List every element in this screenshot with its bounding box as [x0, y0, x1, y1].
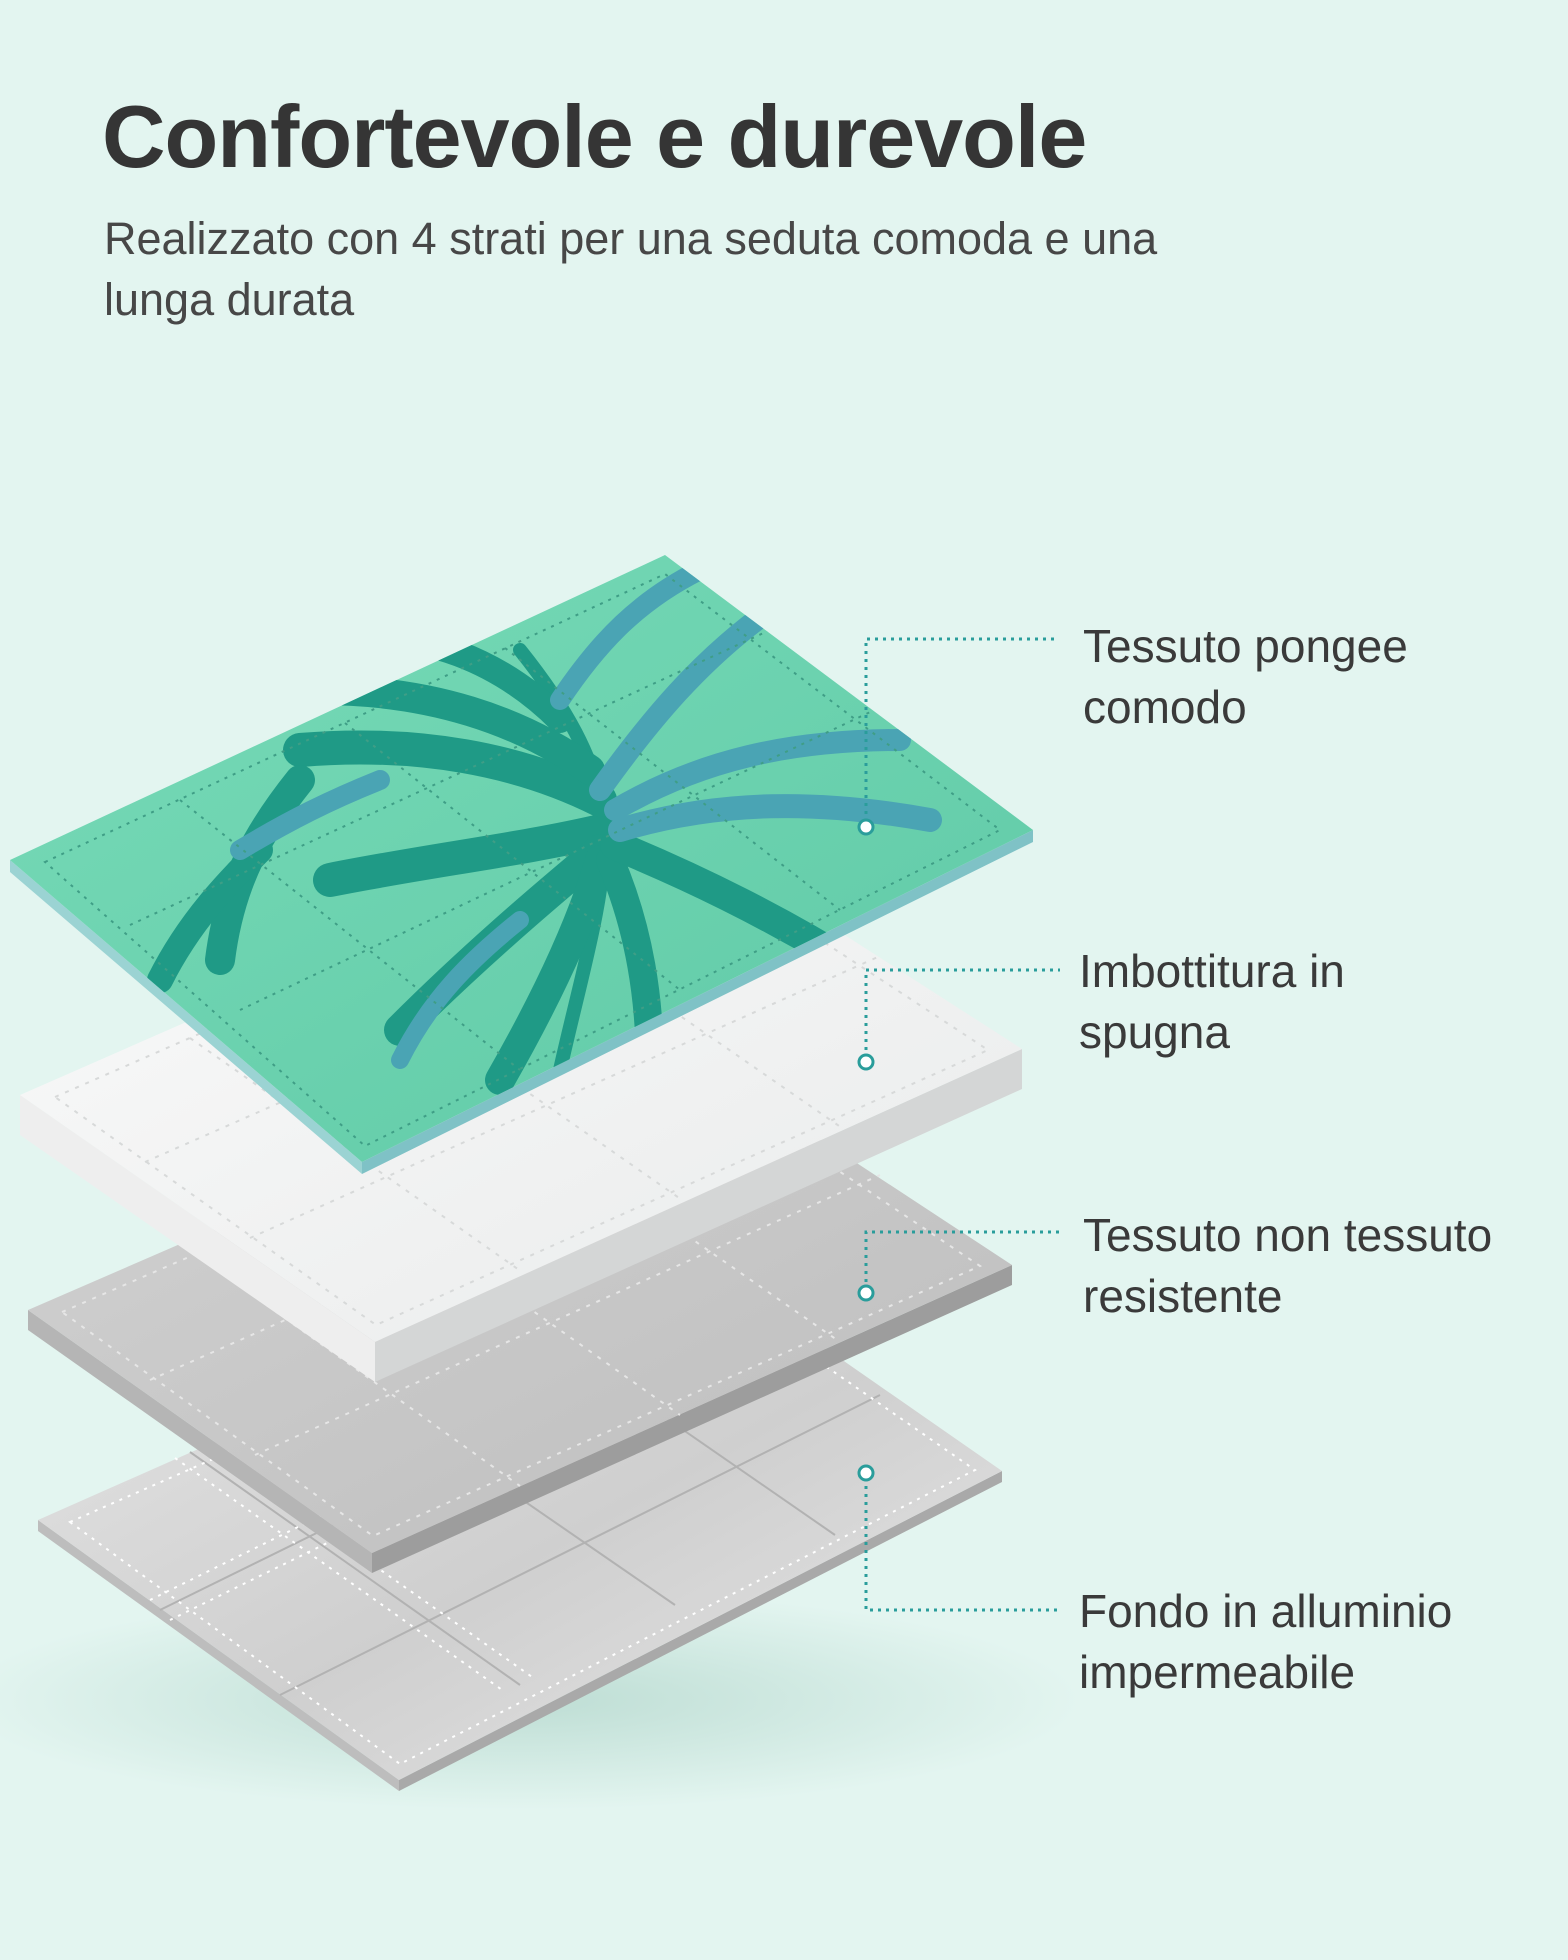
leader-dot-non-woven — [857, 1284, 875, 1302]
page-title: Confortevole e durevole — [102, 87, 1087, 186]
layer-label-line: Imbottitura in — [1079, 945, 1345, 997]
layer-label-pongee: Tessuto pongee comodo — [1083, 616, 1408, 738]
page-subtitle: Realizzato con 4 strati per una seduta c… — [104, 213, 1158, 325]
layer-label-non-woven: Tessuto non tessuto resistente — [1083, 1205, 1492, 1327]
leader-lines — [864, 637, 1062, 1612]
layer-label-line: impermeabile — [1079, 1646, 1356, 1698]
layer-label-line: resistente — [1083, 1270, 1283, 1322]
leader-dot-sponge — [857, 1053, 875, 1071]
leader-dot-pongee — [857, 818, 875, 836]
pongee-fabric-layer — [10, 555, 1033, 1174]
layer-label-line: Fondo in alluminio — [1079, 1585, 1453, 1637]
layer-label-aluminum: Fondo in alluminio impermeabile — [1079, 1581, 1452, 1703]
layer-label-line: comodo — [1083, 681, 1247, 733]
layer-stack-illustration — [0, 555, 1080, 1810]
layer-label-sponge: Imbottitura in spugna — [1079, 941, 1345, 1063]
layer-label-line: Tessuto non tessuto — [1083, 1209, 1493, 1261]
layer-label-line: Tessuto pongee — [1083, 620, 1408, 672]
layer-label-line: spugna — [1079, 1006, 1230, 1058]
leader-dot-aluminum — [857, 1464, 875, 1482]
